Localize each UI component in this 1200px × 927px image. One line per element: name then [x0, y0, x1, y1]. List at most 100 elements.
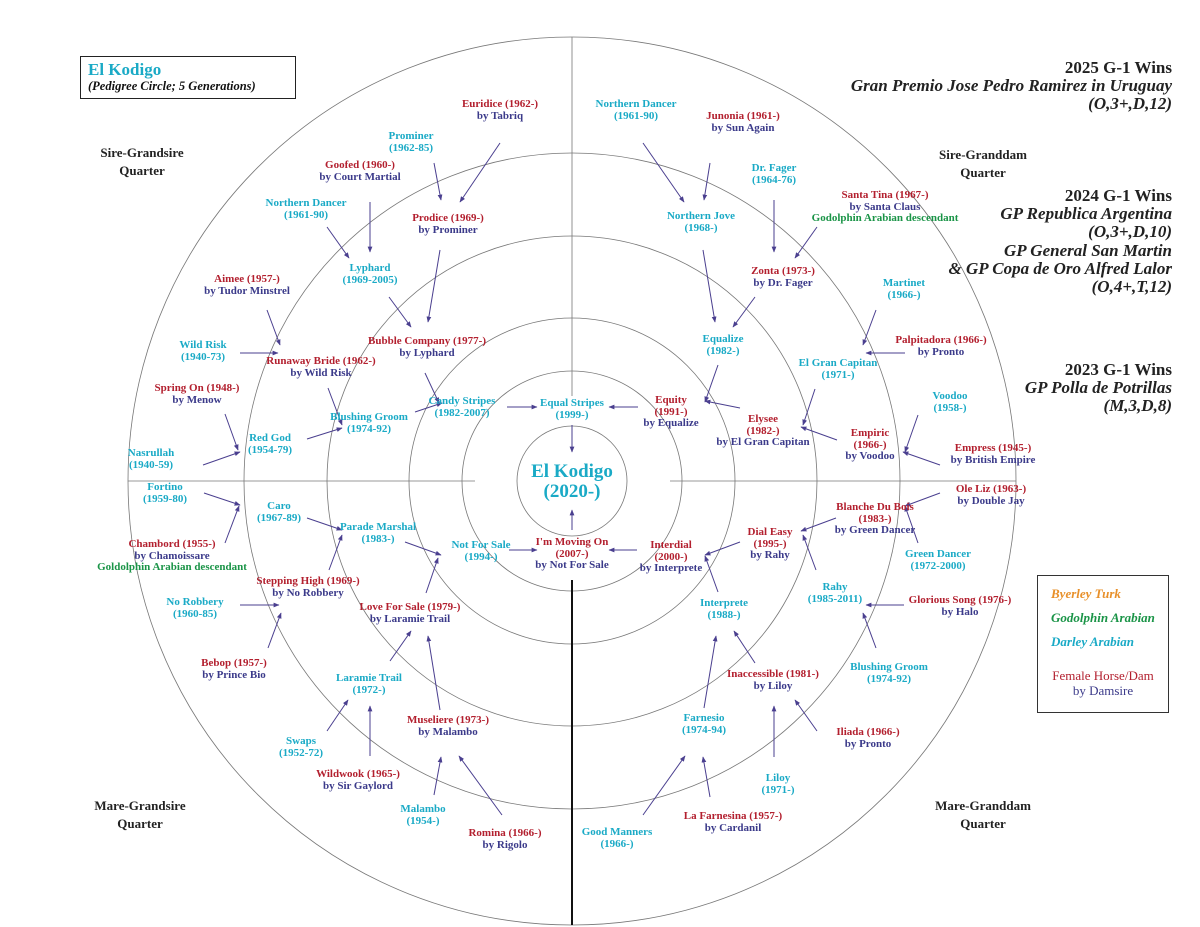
lineage-arrow [433, 756, 443, 796]
damsire-label: by Green Dancer [834, 524, 916, 536]
quarter-sire-grandsire: Sire-Grandsire Quarter [100, 144, 183, 180]
horse-label: Dial Easy [747, 526, 793, 538]
horse-label: Chambord (1955-) [128, 538, 216, 550]
horse-label: Martinet [882, 277, 926, 289]
horse-label: Northern Jove [666, 210, 736, 222]
horse-node: Prodice (1969-)by Prominer [412, 212, 484, 236]
horse-label: (1994-) [464, 550, 498, 563]
wins-2023: 2023 G-1 Wins GP Polla de Potrillas (M,3… [1024, 360, 1172, 416]
horse-label: Prodice (1969-) [412, 212, 484, 224]
horse-label: Interprete [699, 597, 749, 609]
damsire-label: by Prince Bio [202, 668, 266, 681]
damsire-label: by Interprete [639, 562, 703, 574]
lineage-arrow [388, 296, 412, 328]
lineage-arrow [800, 517, 837, 532]
horse-label: (1971-) [821, 368, 855, 381]
horse-label: (1958-) [933, 401, 967, 414]
lineage-arrow [732, 296, 756, 328]
horse-node: Iliada (1966-)by Pronto [836, 726, 900, 750]
lineage-arrow [704, 399, 741, 409]
wins-2025: 2025 G-1 Wins Gran Premio Jose Pedro Ram… [851, 58, 1172, 114]
horse-node: Dial Easy(1995-)by Rahy [747, 526, 793, 562]
horse-label: (1967-89) [257, 511, 301, 524]
lineage-arrow [424, 372, 440, 404]
horse-node: Caro(1967-89) [257, 500, 301, 524]
horse-label: Caro [267, 500, 291, 512]
horse-label: (1982-) [746, 424, 780, 437]
lineage-arrow [328, 534, 343, 571]
horse-node: Euridice (1962-)by Tabriq [462, 98, 538, 122]
horse-node: Romina (1966-)by Rigolo [468, 827, 541, 851]
lineage-arrow [426, 635, 441, 711]
horse-label: Wildwook (1965-) [316, 768, 400, 780]
horse-label: Prominer [388, 130, 434, 142]
horse-label: Equalize [702, 333, 744, 345]
horse-label: (1968-) [684, 221, 718, 234]
horse-node: No Robbery(1960-85) [166, 596, 224, 620]
horse-node: Good Manners(1966-) [582, 826, 653, 850]
damsire-label: by El Gran Capitan [716, 436, 810, 448]
damsire-label: by Pronto [917, 345, 965, 358]
legend: Byerley Turk Godolphin Arabian Darley Ar… [1037, 575, 1169, 713]
quarter-sire-granddam: Sire-Granddam Quarter [939, 146, 1027, 182]
damsire-label: by Sir Gaylord [322, 779, 394, 792]
horse-label: Red God [249, 432, 291, 444]
legend-darley-arabian: Darley Arabian [1051, 634, 1134, 649]
horse-node: Inaccessible (1981-)by Liloy [727, 668, 819, 692]
horse-label: Goofed (1960-) [325, 159, 395, 171]
quarter-label: Sire-Granddam [939, 147, 1027, 162]
horse-label: Farnesio [683, 712, 725, 724]
horse-label: Fortino [147, 481, 183, 493]
lineage-arrow [642, 755, 686, 816]
horse-label: Bubble Company (1977-) [368, 335, 486, 347]
lineage-arrow [704, 364, 719, 403]
horse-label: Runaway Bride (1962-) [266, 355, 376, 367]
lineage-arrow [326, 699, 349, 732]
lineage-arrow [326, 226, 350, 259]
horse-label: (1940-73) [181, 350, 225, 363]
horse-label: (1966-) [887, 288, 921, 301]
horse-label: (1960-85) [172, 607, 217, 620]
damsire-label: by Not For Sale [535, 559, 609, 571]
lineage-arrow [642, 142, 685, 203]
lineage-arrow [802, 534, 817, 571]
horse-label: La Farnesina (1957-) [683, 810, 783, 822]
lineage-arrow [862, 309, 877, 346]
horse-label: (1982-) [706, 344, 740, 357]
quarter-mare-grandsire: Mare-Grandsire Quarter [94, 797, 185, 833]
horse-node: Blanche Du Bois(1983-)by Green Dancer [834, 501, 916, 537]
horse-label: Empiric [850, 427, 890, 439]
race-line: GP Polla de Potrillas [1024, 378, 1172, 398]
horse-label: El Gran Capitan [798, 357, 878, 369]
horse-node: Wildwook (1965-)by Sir Gaylord [316, 768, 400, 792]
race-line: (O,4+,T,12) [1091, 277, 1172, 297]
race-line: (O,3+,D,10) [1088, 222, 1172, 242]
horse-label: Equity [655, 394, 687, 406]
horse-label: (1985-2011) [807, 592, 863, 605]
horse-label: Not For Sale [451, 539, 511, 551]
horse-label: Iliada (1966-) [836, 726, 900, 738]
horse-node: Bebop (1957-)by Prince Bio [201, 657, 267, 681]
damsire-label: by Malambo [418, 725, 478, 738]
lineage-arrow [704, 541, 741, 556]
horse-label: No Robbery [166, 596, 224, 608]
horse-node: Dr. Fager(1964-76) [752, 162, 797, 186]
horse-label: (1961-90) [613, 109, 658, 122]
horse-label: Santa Tina (1967-) [841, 189, 929, 201]
horse-label: Lyphard [349, 262, 391, 274]
horse-node: Parade Marshal(1983-) [340, 521, 416, 545]
subject-horse: El Kodigo (2020-) [531, 462, 613, 502]
horse-label: Blushing Groom [330, 411, 408, 423]
horse-label: (1982-2007) [434, 406, 490, 419]
horse-node: Bubble Company (1977-)by Lyphard [368, 335, 486, 359]
horse-node: Museliere (1973-)by Malambo [407, 714, 489, 738]
horse-node: Voodoo(1958-) [932, 390, 967, 414]
horse-label: (1999-) [555, 408, 589, 421]
lineage-arrow [904, 414, 919, 453]
horse-label: (1961-90) [283, 208, 328, 221]
horse-label: Candy Stripes [428, 395, 496, 407]
lineage-arrow [802, 388, 816, 426]
horse-label: I'm Moving On [535, 536, 609, 548]
